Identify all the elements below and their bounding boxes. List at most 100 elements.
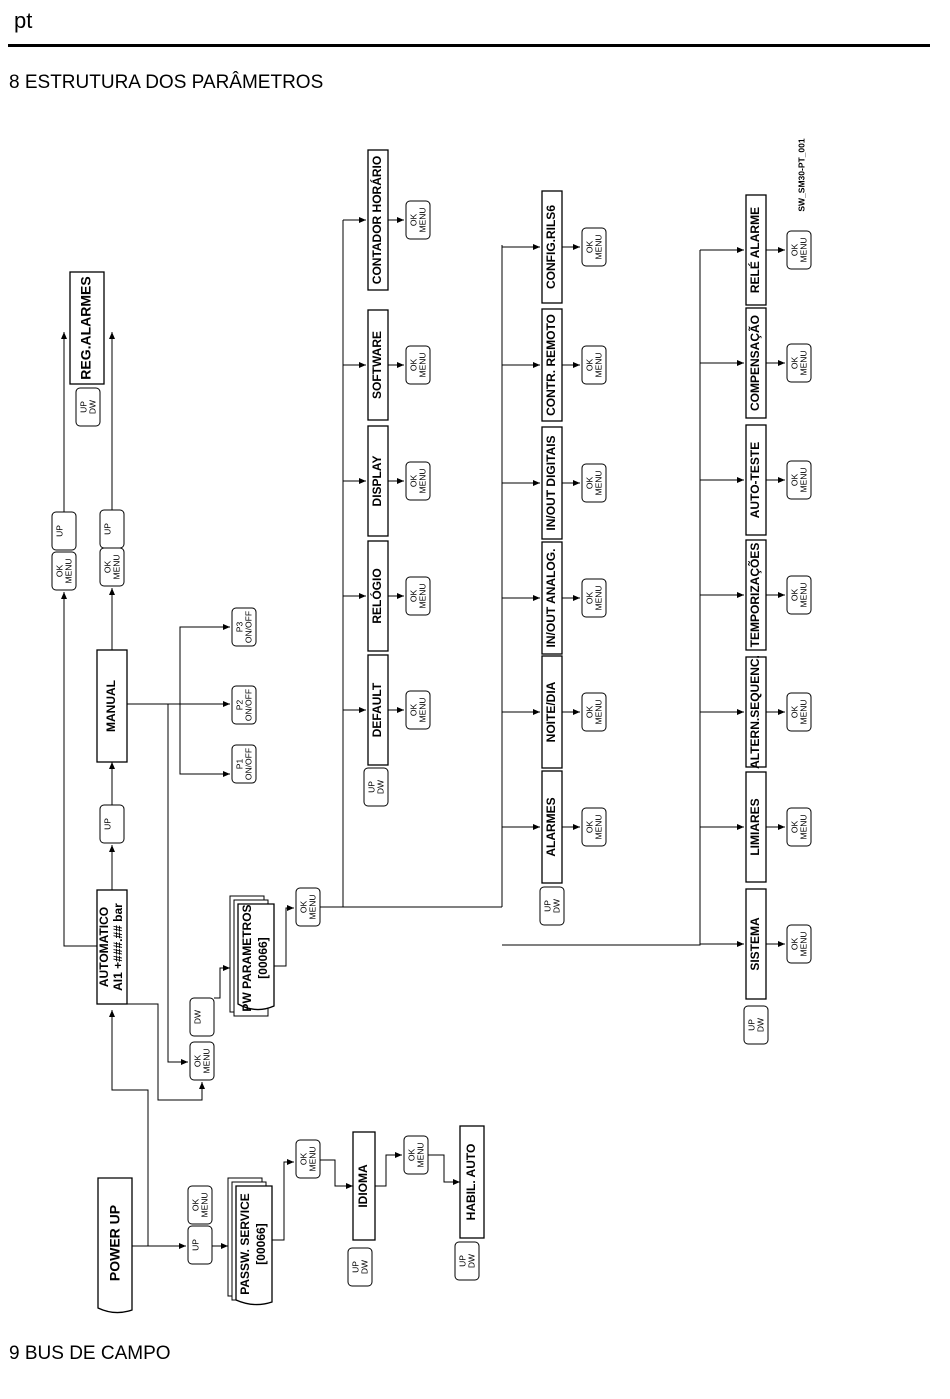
g2-config-rils6-box[interactable] — [541, 190, 563, 304]
ok-menu-key-config-rils6[interactable] — [581, 227, 607, 267]
up-dw-key-habil[interactable] — [454, 1241, 480, 1281]
p3-onoff-key-top-label: P3 — [234, 622, 244, 633]
ok-menu-key-automatico[interactable] — [51, 551, 77, 591]
up-dw-key-group3[interactable] — [743, 1005, 769, 1045]
g2-noite-dia-label: NOITE/DIA — [544, 681, 558, 742]
g3-sistema-box[interactable] — [745, 888, 767, 1000]
idioma-label: IDIOMA — [356, 1164, 370, 1208]
g3-auto-teste-box[interactable] — [745, 424, 767, 536]
ok-menu-key-auto-teste-bottom-label: MENU — [798, 467, 808, 492]
ok-menu-key-auto-pw[interactable] — [189, 1041, 215, 1081]
ok-menu-key-display-top-label: OK — [408, 475, 418, 488]
g2-alarmes-box[interactable] — [541, 770, 563, 884]
ok-menu-key-alarmes[interactable] — [581, 807, 607, 847]
g2-noite-dia-box[interactable] — [541, 655, 563, 769]
manual-to-ok-pw — [127, 703, 188, 1065]
ok-menu-key-manual-top-label: OK — [102, 561, 112, 574]
p1-onoff-key[interactable] — [231, 744, 257, 784]
ok-menu-key-rele-alarme-bottom-label: MENU — [798, 237, 808, 262]
ok-menu-key-default[interactable] — [405, 690, 431, 730]
habil-auto-box[interactable] — [459, 1125, 485, 1239]
up-key-automatico-reg-top-label: UP — [54, 525, 64, 537]
ok-menu-key-limiares-bottom-label: MENU — [798, 814, 808, 839]
ok-menu-key-contr-remoto-top-label: OK — [584, 359, 594, 372]
ok-menu-key-auto-teste[interactable] — [786, 460, 812, 500]
p2-onoff-key[interactable] — [231, 685, 257, 725]
automatico-value: AI1 +###.## bar — [111, 903, 125, 991]
ok-menu-key-compensacao[interactable] — [786, 343, 812, 383]
ok-menu-key-contador-horario-top-label: OK — [408, 214, 418, 227]
g3-limiares-label: LIMIARES — [748, 798, 762, 855]
g2-in-out-analog-box[interactable] — [541, 541, 563, 655]
p2-onoff-key-bottom-label: ON/OFF — [243, 689, 253, 721]
automatico-box[interactable] — [96, 889, 128, 1005]
habil-auto-label: HABIL. AUTO — [464, 1144, 478, 1221]
g3-rele-alarme-box[interactable] — [745, 194, 767, 306]
g1-relogio-box[interactable] — [367, 540, 389, 652]
automatico-label: AUTOMATICO — [97, 907, 111, 987]
language-code: pt — [14, 8, 33, 33]
g3-compensacao-box[interactable] — [745, 307, 767, 419]
up-dw-key-idioma[interactable] — [347, 1247, 373, 1287]
ok-menu-key-noite-dia[interactable] — [581, 692, 607, 732]
up-dw-key-group2[interactable] — [539, 886, 565, 926]
up-dw-key-habil-bottom-label: DW — [466, 1254, 476, 1268]
g3-temporizacoes-box[interactable] — [745, 539, 767, 651]
ok-menu-key-powerup[interactable] — [187, 1185, 213, 1225]
g3-limiares-box[interactable] — [745, 771, 767, 883]
ok-menu-key-default-bottom-label: MENU — [417, 697, 427, 722]
reg-alarmes-box[interactable] — [69, 271, 105, 385]
up-dw-key-reg-top-label: UP — [78, 401, 88, 413]
ok-menu-key-in-out-digitais[interactable] — [581, 463, 607, 503]
ok-menu-key-software-bottom-label: MENU — [417, 352, 427, 377]
g2-in-out-digitais-box[interactable] — [541, 426, 563, 540]
up-dw-key-reg[interactable] — [75, 387, 101, 427]
g1-contador-horario-box[interactable] — [367, 149, 389, 291]
dw-key-auto-pw[interactable] — [189, 997, 215, 1037]
up-key-automatico[interactable] — [99, 804, 125, 844]
ok-menu-key-pw[interactable] — [295, 887, 321, 927]
idioma-box[interactable] — [352, 1131, 376, 1241]
up-dw-key-group3-top-label: UP — [746, 1019, 756, 1031]
g1-software-box[interactable] — [367, 309, 389, 421]
up-key-powerup[interactable] — [187, 1225, 213, 1265]
g1-display-box[interactable] — [367, 425, 389, 537]
ok-menu-key-display[interactable] — [405, 461, 431, 501]
g1-default-box[interactable] — [367, 654, 389, 766]
up-dw-key-group1[interactable] — [363, 767, 389, 807]
ok-menu-key-rele-alarme[interactable] — [786, 230, 812, 270]
ok-menu-key-relogio[interactable] — [405, 576, 431, 616]
ok-menu-key-idioma[interactable] — [403, 1135, 429, 1175]
up-key-automatico-top-label: UP — [102, 818, 112, 830]
dw-to-pw — [214, 965, 230, 999]
passw-service-box[interactable] — [235, 1185, 273, 1306]
g2-in-out-analog-label: IN/OUT ANALOG. — [544, 549, 558, 648]
ok-menu-key-contr-remoto[interactable] — [581, 345, 607, 385]
manual-label: MANUAL — [104, 680, 118, 732]
g1-relogio-label: RELÓGIO — [369, 568, 384, 623]
ok-menu-key-passw[interactable] — [295, 1139, 321, 1179]
ok-menu-key-contador-horario[interactable] — [405, 200, 431, 240]
ok-menu-key-altern-sequenc[interactable] — [786, 692, 812, 732]
ok-menu-key-limiares[interactable] — [786, 807, 812, 847]
up-key-manual-top-label: UP — [102, 523, 112, 535]
ok-menu-key-software[interactable] — [405, 345, 431, 385]
ok-menu-key-automatico-top-label: OK — [54, 565, 64, 578]
up-key-manual[interactable] — [99, 509, 125, 549]
p3-onoff-key[interactable] — [231, 607, 257, 647]
g1-default-label: DEFAULT — [370, 682, 384, 737]
ok-menu-key-auto-pw-bottom-label: MENU — [201, 1048, 211, 1073]
ok-menu-key-sistema[interactable] — [786, 924, 812, 964]
dw-key-auto-pw-top-label: DW — [192, 1010, 202, 1024]
manual-box[interactable] — [96, 649, 128, 763]
g2-in-out-digitais-label: IN/OUT DIGITAIS — [544, 435, 558, 530]
ok-to-habil — [428, 1154, 460, 1185]
up-key-automatico-reg[interactable] — [51, 511, 77, 551]
pw-parametros-box[interactable] — [237, 903, 275, 1011]
g2-contr-remoto-box[interactable] — [541, 308, 563, 422]
ok-menu-key-temporizacoes[interactable] — [786, 575, 812, 615]
ok-menu-key-limiares-top-label: OK — [789, 821, 799, 834]
power-up-box — [97, 1177, 133, 1314]
g3-altern-sequenc-box[interactable] — [745, 656, 767, 768]
ok-menu-key-in-out-analog[interactable] — [581, 578, 607, 618]
